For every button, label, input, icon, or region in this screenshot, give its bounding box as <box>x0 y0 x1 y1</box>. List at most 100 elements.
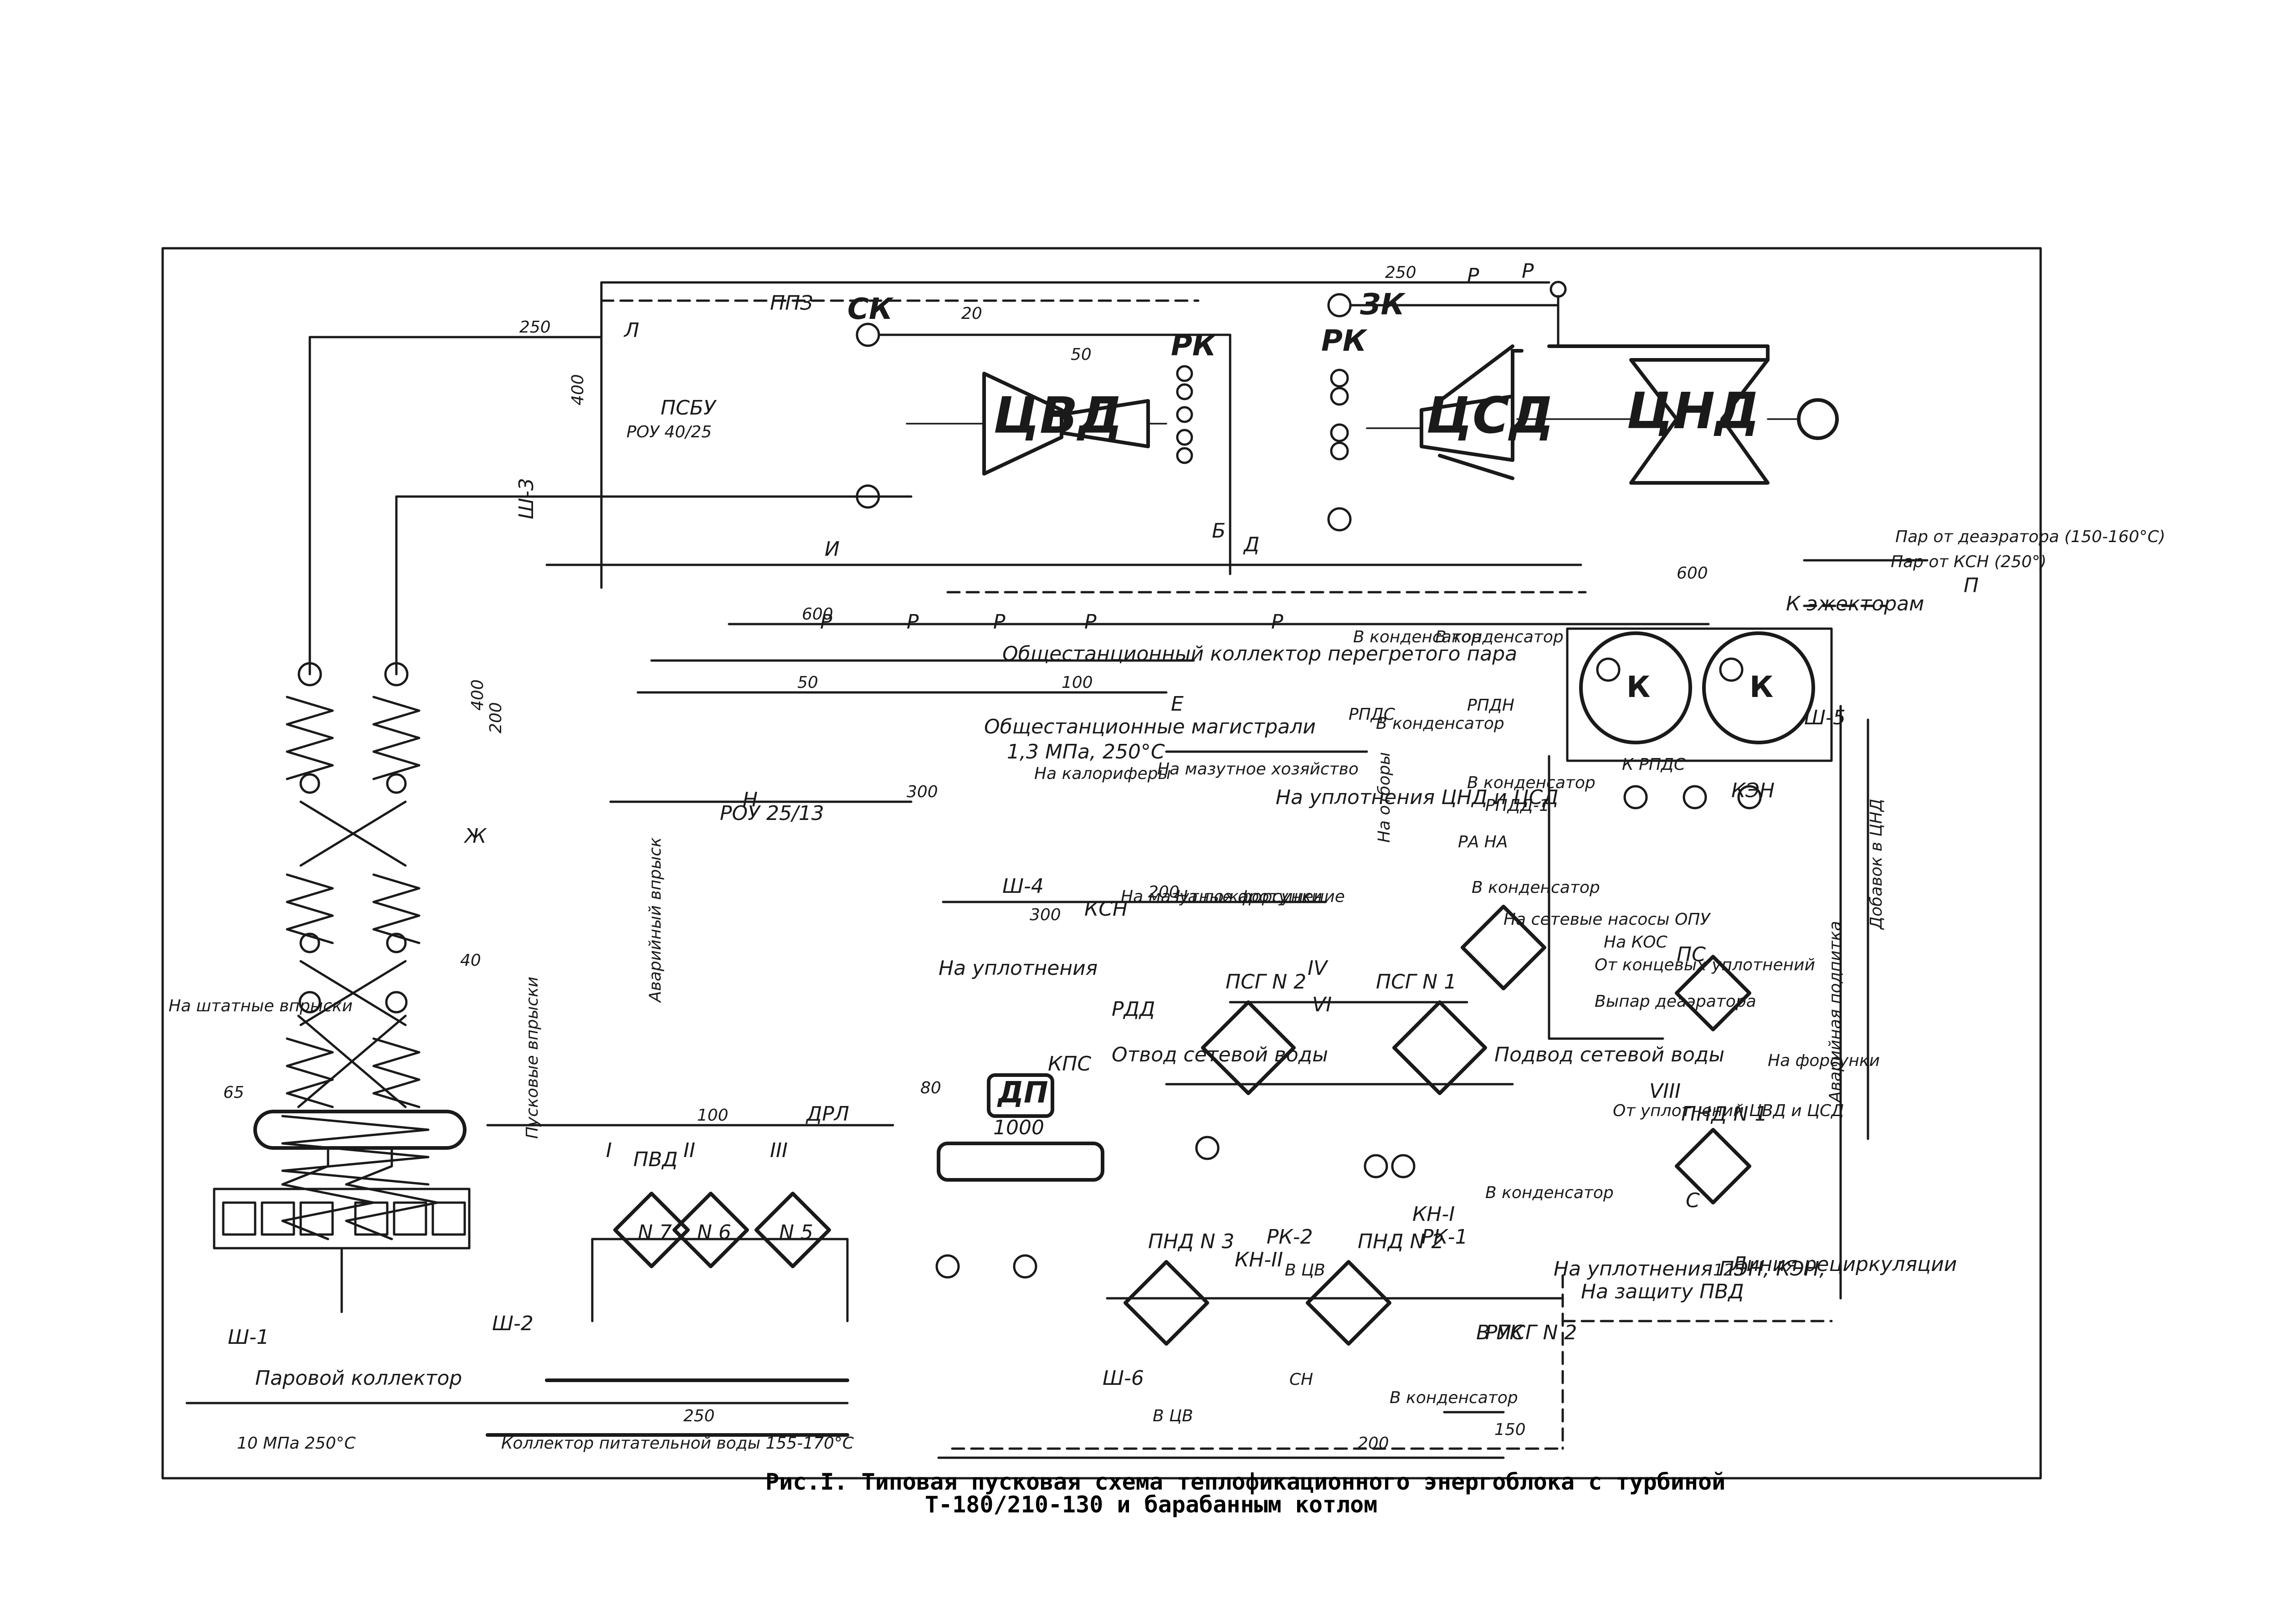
ruk-label: РУК <box>1485 1321 1524 1344</box>
letter-l: Л <box>623 319 639 342</box>
ip-cylinder-label: ЦСД <box>1426 386 1554 445</box>
hph-protection-note: На защиту ПВД <box>1581 1280 1744 1303</box>
pipe-letter-p2: Р <box>907 610 919 634</box>
rpdn-label: РПДН <box>1467 696 1514 715</box>
hph6-label: N 6 <box>697 1221 731 1244</box>
pipe-size-3: 600 <box>802 605 833 624</box>
pipe-size-17: 300 <box>1030 906 1061 924</box>
pipe-letter-sh5: Ш-5 <box>1804 706 1846 729</box>
seals-cnd-csd-note: На уплотнения ЦНД и ЦСД <box>1276 786 1559 809</box>
pipe-letter-sh6: Ш-6 <box>1103 1367 1144 1390</box>
pipe-letter-sh1: Ш-1 <box>228 1326 269 1349</box>
turbine-ip-cylinder <box>1327 281 1567 532</box>
steam-collector-params-label: 10 МПа 250°С <box>237 1434 356 1453</box>
pipe-size-6: 300 <box>907 783 938 801</box>
to-kos-note: На КОС <box>1604 933 1667 952</box>
pipe-letter-p4: Р <box>1084 610 1097 634</box>
hp-cylinder-label: ЦВД <box>993 386 1123 445</box>
to-extraction-note: На отборы <box>1375 752 1394 843</box>
hph-group <box>591 1192 849 1322</box>
pnd3-label: ПНД N 3 <box>1148 1230 1234 1253</box>
to-condenser-note-3: В конденсатор <box>1376 714 1504 733</box>
pipe-letter-p6: Р <box>1522 260 1534 283</box>
letter-e: Е <box>1171 692 1184 716</box>
rk1-label: РК-1 <box>1421 1225 1468 1249</box>
roman-4: IV <box>1308 957 1329 980</box>
drl-label: ДРЛ <box>806 1102 849 1126</box>
makeup-cnd-note: Добавок в ЦНД <box>1867 799 1886 930</box>
pipe-letter-p1: Р <box>820 610 832 634</box>
pipe-size-21: 400 <box>569 374 587 405</box>
pipe-size-8: 150 <box>1494 1420 1526 1439</box>
lp-cylinder-label: ЦНД <box>1626 382 1760 440</box>
seals-pen-note: На уплотнения ПЭН, КЭН, <box>1554 1257 1826 1281</box>
pipe-size-9: 200 <box>1358 1434 1389 1453</box>
pipe-size-1: 250 <box>519 318 551 337</box>
turbine-lp-cylinder <box>1516 344 1839 485</box>
rou-25-13-label: РОУ 25/13 <box>720 802 824 825</box>
rk2-label: РК-2 <box>1267 1225 1313 1249</box>
to-condenser-note-2: В конденсатор <box>1435 628 1564 646</box>
rpds-label: РПДС <box>1349 705 1396 724</box>
to-fire-label: На пожаротушение <box>1175 887 1345 906</box>
condenser-1-label: К <box>1626 671 1650 704</box>
kps-label: КПС <box>1048 1052 1091 1076</box>
startup-injection-note: Пусковые впрыски <box>523 977 542 1139</box>
ps-label: ПС <box>1677 943 1706 966</box>
to-seals-note: На уплотнения <box>939 957 1098 980</box>
pipe-letter-sh3: Ш-3 <box>515 478 538 519</box>
seals-cvd-note: От уплотнений ЦВД и ЦСД <box>1613 1101 1844 1120</box>
network-pumps-note: На сетевые насосы ОПУ <box>1503 910 1711 929</box>
ppz-label: ППЗ <box>770 292 813 315</box>
pipe-size-5: 50 <box>797 673 818 692</box>
roman-3: III <box>770 1139 788 1162</box>
kn2-label: КН-II <box>1235 1248 1283 1271</box>
letter-b: Б <box>1212 519 1226 543</box>
stop-valve-label: СК <box>847 292 894 326</box>
figure-caption-line-2: Т-180/210-130 и барабанным котлом <box>925 1491 1377 1518</box>
letter-p: П <box>1964 574 1979 597</box>
roman-5: VI <box>1312 993 1332 1016</box>
main-params-label: 1,3 МПа, 250°С <box>1007 740 1165 763</box>
letter-zh: Ж <box>463 825 487 848</box>
pipe-size-18: 20 <box>961 304 982 323</box>
roman-6: VIII <box>1649 1080 1681 1103</box>
pipe-letter-p5: Р <box>1271 610 1283 634</box>
ip-stop-valve-label: ЗК <box>1360 288 1406 322</box>
turbine-hp-cylinder <box>856 323 1231 575</box>
pipe-size-10: 65 <box>223 1083 244 1102</box>
pipe-size-12: 125 <box>1713 1261 1744 1280</box>
deaer-vent-note: Выпар деаэратора <box>1595 992 1756 1011</box>
rou-40-25-label: РОУ 40/25 <box>626 423 712 441</box>
recirc-line-note: Линия рециркуляции <box>1730 1253 1957 1276</box>
pipe-size-13: 250 <box>683 1407 715 1425</box>
pnd-group <box>935 1136 1416 1346</box>
psg1-label: ПСГ N 1 <box>1376 970 1457 994</box>
pnd2-label: ПНД N 2 <box>1358 1230 1444 1253</box>
to-condenser-note-7: В конденсатор <box>1390 1388 1518 1407</box>
pipe-size-14: 100 <box>697 1106 729 1125</box>
psg-group <box>1165 905 1751 1204</box>
pipe-size-15: 400 <box>468 679 487 711</box>
pvd-label: ПВД <box>633 1148 678 1171</box>
ejectors-label: К эжекторам <box>1786 592 1924 615</box>
main-pipework <box>185 281 1929 1459</box>
to-cv-note: В ЦВ <box>1285 1261 1325 1280</box>
supply-water-note: Подвод сетевой воды <box>1494 1043 1724 1066</box>
hph7-label: N 7 <box>638 1221 672 1244</box>
feed-collector-label: Коллектор питательной воды 155-170°С <box>501 1434 854 1453</box>
pipe-size-22: 600 <box>1677 564 1708 583</box>
pipe-size-16: 200 <box>487 702 505 733</box>
steam-collector-label: Паровой коллектор <box>255 1367 462 1390</box>
pipe-size-4: 100 <box>1062 673 1093 692</box>
rpdd-label: РПДД-1 <box>1485 796 1549 815</box>
pipe-letter-p3: Р <box>993 610 1006 634</box>
to-fuel-oil-nozzles-label: На мазутные форсунки <box>1121 887 1322 906</box>
boiler-block <box>213 336 913 1313</box>
to-fuel-oil-label: На мазутное хозяйство <box>1157 760 1359 779</box>
letter-n: Н <box>743 788 758 811</box>
end-seals-note: От концевых уплотнений <box>1595 956 1815 974</box>
letter-r: Р <box>1467 264 1479 287</box>
pipe-size-7: 200 <box>1148 883 1180 902</box>
to-condenser-note-4: В конденсатор <box>1467 774 1596 792</box>
